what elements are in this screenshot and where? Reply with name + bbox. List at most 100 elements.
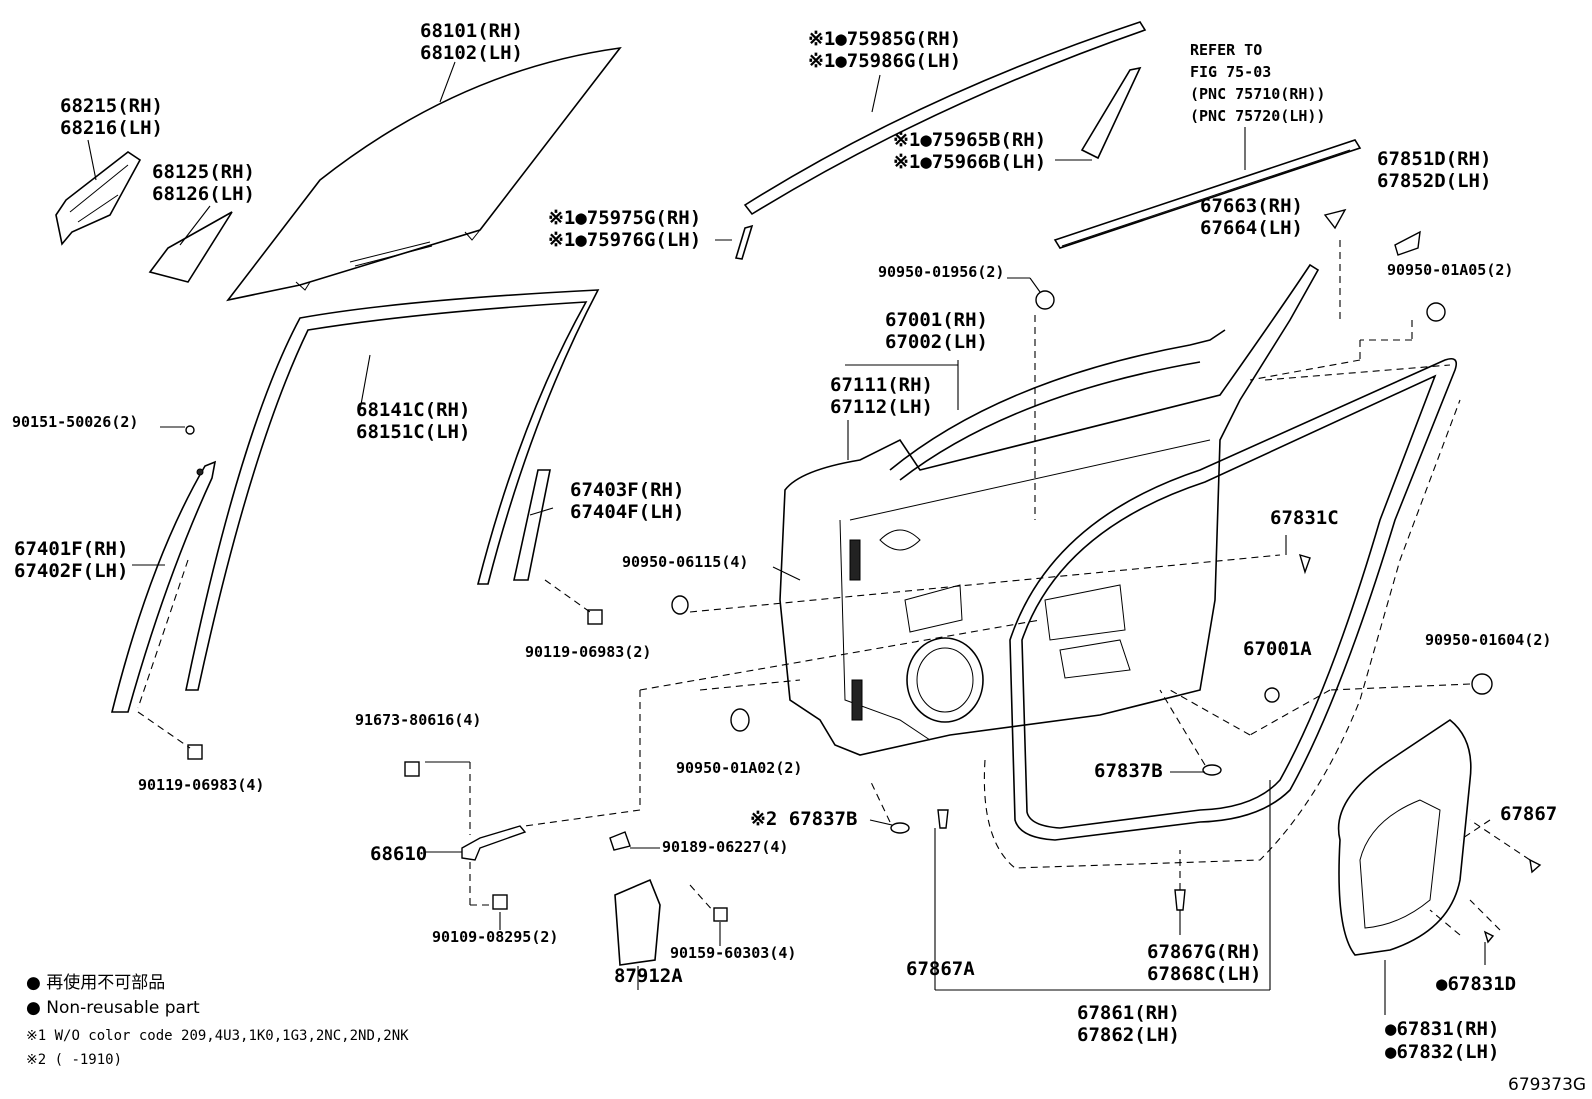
- screw-90151-50026: [185, 425, 195, 435]
- rear-channel: [513, 469, 554, 581]
- service-hole-cover: [1337, 719, 1472, 1015]
- label-68215: 68215(RH): [60, 95, 163, 117]
- label-75975: ※1●75975G(RH): [548, 207, 701, 229]
- door-panel: [779, 263, 1320, 756]
- clip-67831d: [1483, 930, 1495, 944]
- grommet-90950-01604: [1471, 673, 1493, 695]
- plug-67837b-note2: [890, 822, 910, 834]
- label-90950-01604: 90950-01604(2): [1425, 631, 1551, 649]
- label-67867: 67867: [1500, 803, 1557, 825]
- label-75985: ※1●75985G(RH): [808, 28, 961, 50]
- label-67663: 67663(RH): [1200, 195, 1303, 217]
- label-67401f: 67401F(RH): [14, 538, 128, 560]
- front-channel: [110, 460, 217, 713]
- label-67001: 67001(RH): [885, 309, 988, 331]
- door-glass: [226, 46, 622, 302]
- label-75976: ※1●75976G(LH): [548, 229, 701, 251]
- screw-90159-60303: [713, 907, 728, 922]
- label-67403f: 67403F(RH): [570, 479, 684, 501]
- label-refer-fig: FIG 75-03: [1190, 63, 1271, 81]
- bolt-91673-80616: [404, 761, 420, 777]
- legend: ● 再使用不可部品 ● Non-reusable part ※1 W/O col…: [26, 972, 409, 1068]
- label-67111: 67111(RH): [830, 374, 933, 396]
- cover-67663: [1323, 208, 1347, 230]
- label-90159-60303: 90159-60303(4): [670, 944, 796, 962]
- label-67831c: 67831C: [1270, 507, 1339, 529]
- grommet-90950-01956: [1035, 290, 1055, 310]
- clip-67831c: [1298, 553, 1311, 575]
- bolt-90119-06983-2: [587, 609, 603, 625]
- plug-67837b: [1202, 764, 1222, 776]
- label-90109-08295: 90109-08295(2): [432, 928, 558, 946]
- label-67002: 67002(LH): [885, 331, 988, 353]
- legend-non-reusable-jp: ● 再使用不可部品: [26, 972, 165, 993]
- label-75966: ※1●75966B(LH): [893, 151, 1046, 173]
- label-90119-06983-2: 90119-06983(2): [525, 643, 651, 661]
- label-67851: 67851D(RH): [1377, 148, 1491, 170]
- quarter-glass: [148, 205, 233, 283]
- label-67831: ●67831(RH): [1385, 1018, 1499, 1040]
- door-weatherstrip: [983, 357, 1461, 869]
- label-67831d: ●67831D: [1436, 973, 1516, 995]
- label-90950-01a05: 90950-01A05(2): [1387, 261, 1513, 279]
- label-67837b-note2: ※2 67837B: [750, 808, 857, 830]
- pillar-garnish: [1055, 66, 1142, 161]
- front-garnish: [715, 224, 754, 260]
- label-68610: 68610: [370, 843, 427, 865]
- label-68151c: 68151C(LH): [356, 421, 470, 443]
- label-68125: 68125(RH): [152, 161, 255, 183]
- label-91673-80616: 91673-80616(4): [355, 711, 481, 729]
- label-67402f: 67402F(LH): [14, 560, 128, 582]
- label-67832: ●67832(LH): [1385, 1041, 1499, 1063]
- leader-lines: [132, 240, 1531, 991]
- label-67868c: 67868C(LH): [1147, 963, 1261, 985]
- bolt-90109-08295: [492, 894, 508, 910]
- label-67867a: 67867A: [906, 958, 975, 980]
- clip-67867g: [1174, 889, 1186, 911]
- label-67852: 67852D(LH): [1377, 170, 1491, 192]
- label-67664: 67664(LH): [1200, 217, 1303, 239]
- glass-run: [185, 289, 600, 691]
- label-67112: 67112(LH): [830, 396, 933, 418]
- label-67001a: 67001A: [1243, 638, 1312, 660]
- clip-67867: [1529, 858, 1542, 874]
- roof-moulding: [743, 21, 1147, 216]
- label-68141c: 68141C(RH): [356, 399, 470, 421]
- label-67404f: 67404F(LH): [570, 501, 684, 523]
- label-67867g: 67867G(RH): [1147, 941, 1261, 963]
- label-90950-01956: 90950-01956(2): [878, 263, 1004, 281]
- label-refer-pnc-rh: (PNC 75710(RH)): [1190, 85, 1325, 103]
- part-labels: 68101(RH) 68102(LH) 68215(RH) 68216(LH) …: [12, 20, 1557, 1063]
- label-90189-06227: 90189-06227(4): [662, 838, 788, 856]
- label-refer-to: REFER TO: [1190, 41, 1262, 59]
- figure-id: 679373G: [1508, 1075, 1586, 1095]
- label-67837b: 67837B: [1094, 760, 1163, 782]
- plug-90950-01a02: [730, 708, 750, 732]
- label-75965: ※1●75965B(RH): [893, 129, 1046, 151]
- window-corner-frame: [55, 139, 142, 246]
- label-87912a: 87912A: [614, 965, 683, 987]
- clip-67867a: [937, 809, 949, 829]
- grommet-90950-01a05: [1426, 302, 1446, 322]
- label-90950-01a02: 90950-01A02(2): [676, 759, 802, 777]
- bracket-67851d: [1394, 230, 1421, 256]
- label-68216: 68216(LH): [60, 117, 163, 139]
- label-75986: ※1●75986G(LH): [808, 50, 961, 72]
- label-68102: 68102(LH): [420, 42, 523, 64]
- label-90950-06115: 90950-06115(4): [622, 553, 748, 571]
- stopper-67001a: [1264, 687, 1280, 703]
- fasteners: [185, 208, 1542, 944]
- label-68126: 68126(LH): [152, 183, 255, 205]
- plug-90950-06115: [671, 595, 689, 615]
- legend-note-2: ※2 ( -1910): [26, 1052, 122, 1068]
- belt-moulding: [1053, 127, 1362, 249]
- speaker-bracket: [609, 831, 661, 990]
- label-90119-06983-4: 90119-06983(4): [138, 776, 264, 794]
- label-90151-50026: 90151-50026(2): [12, 413, 138, 431]
- door-check: [425, 825, 527, 861]
- label-67862: 67862(LH): [1077, 1024, 1180, 1046]
- bolt-90119-06983-4: [187, 744, 203, 760]
- legend-non-reusable-en: ● Non-reusable part: [26, 998, 200, 1018]
- legend-note-1: ※1 W/O color code 209,4U3,1K0,1G3,2NC,2N…: [26, 1028, 409, 1044]
